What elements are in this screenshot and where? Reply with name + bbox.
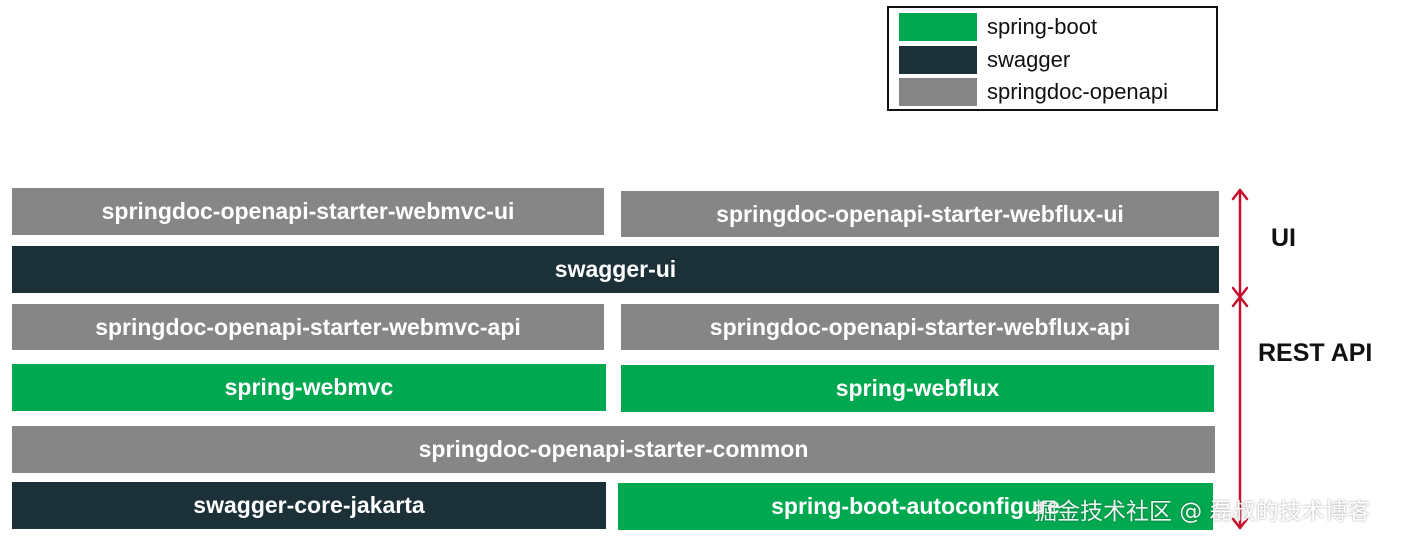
block-webflux-ui: springdoc-openapi-starter-webflux-ui: [621, 191, 1219, 237]
legend-item-spring-boot: spring-boot: [899, 13, 1097, 41]
legend: spring-boot swagger springdoc-openapi: [887, 6, 1218, 111]
legend-swatch-swagger: [899, 46, 977, 74]
block-swagger-core-jakarta: swagger-core-jakarta: [12, 482, 606, 529]
block-webmvc-api: springdoc-openapi-starter-webmvc-api: [12, 304, 604, 350]
legend-item-springdoc-openapi: springdoc-openapi: [899, 78, 1168, 106]
legend-label: springdoc-openapi: [987, 79, 1169, 104]
block-spring-boot-autoconfigure: spring-boot-autoconfigure: [618, 483, 1213, 530]
layer-label-ui: UI: [1271, 224, 1296, 252]
block-swagger-ui: swagger-ui: [12, 246, 1219, 293]
block-webflux-api: springdoc-openapi-starter-webflux-api: [621, 304, 1219, 350]
block-spring-webmvc: spring-webmvc: [12, 364, 606, 411]
legend-label: swagger: [987, 47, 1071, 72]
legend-label: spring-boot: [987, 14, 1098, 39]
layer-range-arrow: [1231, 188, 1249, 530]
block-spring-webflux: spring-webflux: [621, 365, 1214, 412]
block-webmvc-ui: springdoc-openapi-starter-webmvc-ui: [12, 188, 604, 235]
block-starter-common: springdoc-openapi-starter-common: [12, 426, 1215, 473]
legend-item-swagger: swagger: [899, 46, 1070, 74]
layer-label-rest-api: REST API: [1258, 339, 1373, 367]
legend-swatch-spring-boot: [899, 13, 977, 41]
watermark: 掘金技术社区 @ 磊叔的技术博客: [1034, 499, 1371, 525]
legend-swatch-springdoc-openapi: [899, 78, 977, 106]
